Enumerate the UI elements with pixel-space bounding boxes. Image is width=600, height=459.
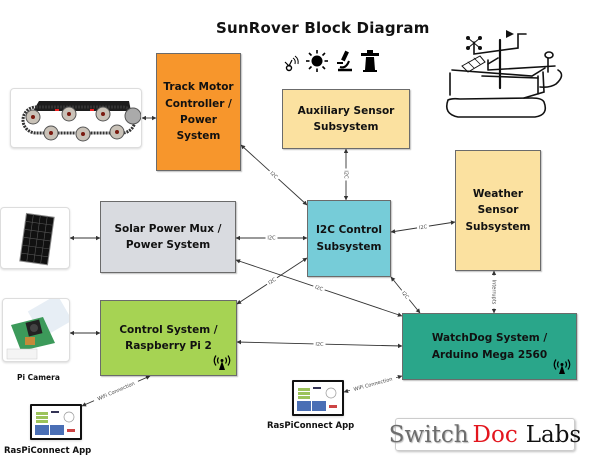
i2c-control-block: I2C Control Subsystem bbox=[307, 200, 391, 277]
sun-icon bbox=[306, 50, 328, 76]
weather-sensor-block: Weather Sensor Subsystem bbox=[455, 150, 541, 271]
block-label: Control System / Raspberry Pi 2 bbox=[119, 323, 218, 352]
wireless-tower-icon bbox=[553, 359, 571, 374]
connection-label: Interrupts bbox=[490, 280, 496, 305]
watchdog-arduino-block: WatchDog System / Arduino Mega 2560 bbox=[402, 313, 577, 380]
raspiconnect-app-screenshot-right[interactable] bbox=[292, 380, 344, 416]
raspiconnect-app-caption-right: RasPiConnect App bbox=[267, 421, 355, 431]
connection-label-bg bbox=[416, 223, 430, 231]
block-label: I2C Control Subsystem bbox=[316, 224, 382, 253]
connection-label-bg bbox=[312, 283, 326, 293]
block-label: Weather Sensor Subsystem bbox=[465, 188, 531, 233]
pi-camera-photo bbox=[2, 298, 70, 362]
tracked-chassis-photo bbox=[10, 88, 142, 148]
lighthouse-icon bbox=[360, 50, 380, 76]
wireless-tower-icon bbox=[213, 355, 231, 370]
block-label: Solar Power Mux / Power System bbox=[114, 222, 222, 251]
auxiliary-sensor-block: Auxiliary Sensor Subsystem bbox=[282, 89, 410, 149]
solar-panel-photo bbox=[0, 207, 70, 269]
connection-label-bg bbox=[92, 378, 140, 404]
sunrover-sketch-illustration bbox=[445, 30, 563, 118]
connection-label: I2C bbox=[315, 342, 324, 348]
connection-label-bg bbox=[343, 168, 349, 181]
connection-label-bg bbox=[313, 340, 326, 348]
connection-label-bg bbox=[349, 374, 397, 394]
connection-label-bg bbox=[267, 168, 281, 182]
pi-camera-caption: Pi Camera bbox=[17, 373, 60, 382]
connection-label: WiFi Connection bbox=[353, 376, 393, 392]
brand-labs: Labs bbox=[525, 421, 582, 448]
connection-label: WiFi Connection bbox=[97, 381, 136, 403]
brand-doc: Doc bbox=[472, 421, 518, 448]
connection-label-bg bbox=[265, 235, 278, 241]
block-label: WatchDog System / Arduino Mega 2560 bbox=[431, 332, 548, 361]
raspiconnect-app-screenshot-left[interactable] bbox=[30, 404, 82, 440]
connection-label: I2C bbox=[267, 236, 276, 242]
control-system-raspberry-pi-block: Control System / Raspberry Pi 2 bbox=[100, 300, 237, 376]
connection-label: I2C bbox=[400, 290, 410, 301]
track-motor-controller-block: Track Motor Controller / Power System bbox=[156, 53, 241, 171]
connection-label-bg bbox=[399, 288, 412, 302]
microscope-icon bbox=[334, 50, 354, 76]
solar-power-mux-block: Solar Power Mux / Power System bbox=[100, 201, 236, 273]
title-icons bbox=[284, 50, 380, 76]
connection-label: I2C bbox=[342, 170, 348, 179]
connection-label: I2C bbox=[268, 171, 278, 181]
diagram-title: SunRover Block Diagram bbox=[216, 19, 430, 37]
raspiconnect-app-caption-left: RasPiConnect App bbox=[4, 446, 92, 456]
block-label: Auxiliary Sensor Subsystem bbox=[297, 104, 395, 133]
connection-label-bg bbox=[491, 275, 497, 309]
connection-label: I2C bbox=[314, 285, 324, 293]
antenna-signal-icon bbox=[284, 54, 300, 76]
brand-switch: Switch bbox=[388, 421, 469, 448]
block-label: Track Motor Controller / Power System bbox=[163, 81, 234, 143]
connection-label: I2C bbox=[419, 224, 428, 231]
